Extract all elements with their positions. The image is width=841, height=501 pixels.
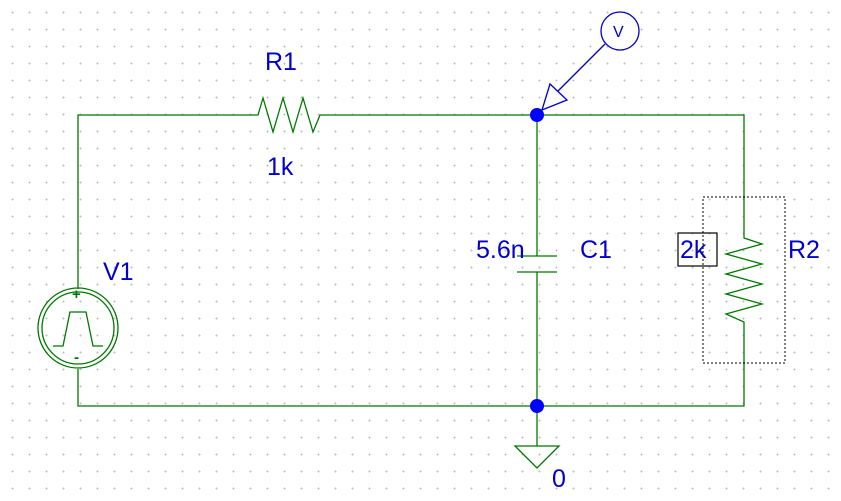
v1-inner-ring	[41, 291, 115, 365]
capacitor-c1[interactable]: 5.6n C1	[476, 236, 612, 273]
wires	[77, 114, 745, 446]
v1-body	[37, 287, 119, 369]
v1-plus-sign: +	[72, 286, 81, 303]
r1-ref-label[interactable]: R1	[265, 48, 297, 76]
junction-bottom[interactable]	[530, 399, 544, 413]
r2-ref-label[interactable]: R2	[788, 236, 820, 264]
c1-ref-label[interactable]: C1	[580, 236, 612, 264]
wire-top-left[interactable]	[77, 114, 248, 287]
junction-top[interactable]	[530, 108, 544, 122]
resistor-r1[interactable]: R1 1k	[248, 48, 327, 181]
voltage-probe[interactable]: V	[540, 11, 640, 112]
resistor-r1-symbol	[248, 95, 327, 135]
pulse-waveform-icon	[53, 311, 103, 347]
v1-minus-sign: -	[74, 349, 79, 366]
voltage-probe-label: V	[613, 24, 624, 41]
resistor-r2[interactable]: 2k R2	[677, 196, 820, 364]
ground-symbol[interactable]: 0	[513, 445, 566, 493]
wire-top-mid[interactable]	[327, 114, 745, 228]
voltage-probe-arrow-icon	[540, 82, 569, 112]
wire-bottom[interactable]	[77, 339, 745, 407]
ground-triangle-icon	[513, 445, 561, 469]
r2-value-label[interactable]: 2k	[680, 236, 707, 264]
voltage-probe-head	[600, 11, 640, 51]
r1-value-label[interactable]: 1k	[267, 153, 294, 181]
r2-selection-box	[702, 196, 786, 364]
resistor-r2-symbol	[723, 228, 765, 339]
ground-net-label[interactable]: 0	[552, 465, 566, 493]
r2-value-box	[677, 232, 718, 267]
voltage-probe-stem	[556, 43, 606, 93]
voltage-source-v1[interactable]: + - V1	[37, 258, 134, 369]
v1-ref-label[interactable]: V1	[103, 258, 134, 286]
c1-value-label[interactable]: 5.6n	[476, 236, 525, 264]
